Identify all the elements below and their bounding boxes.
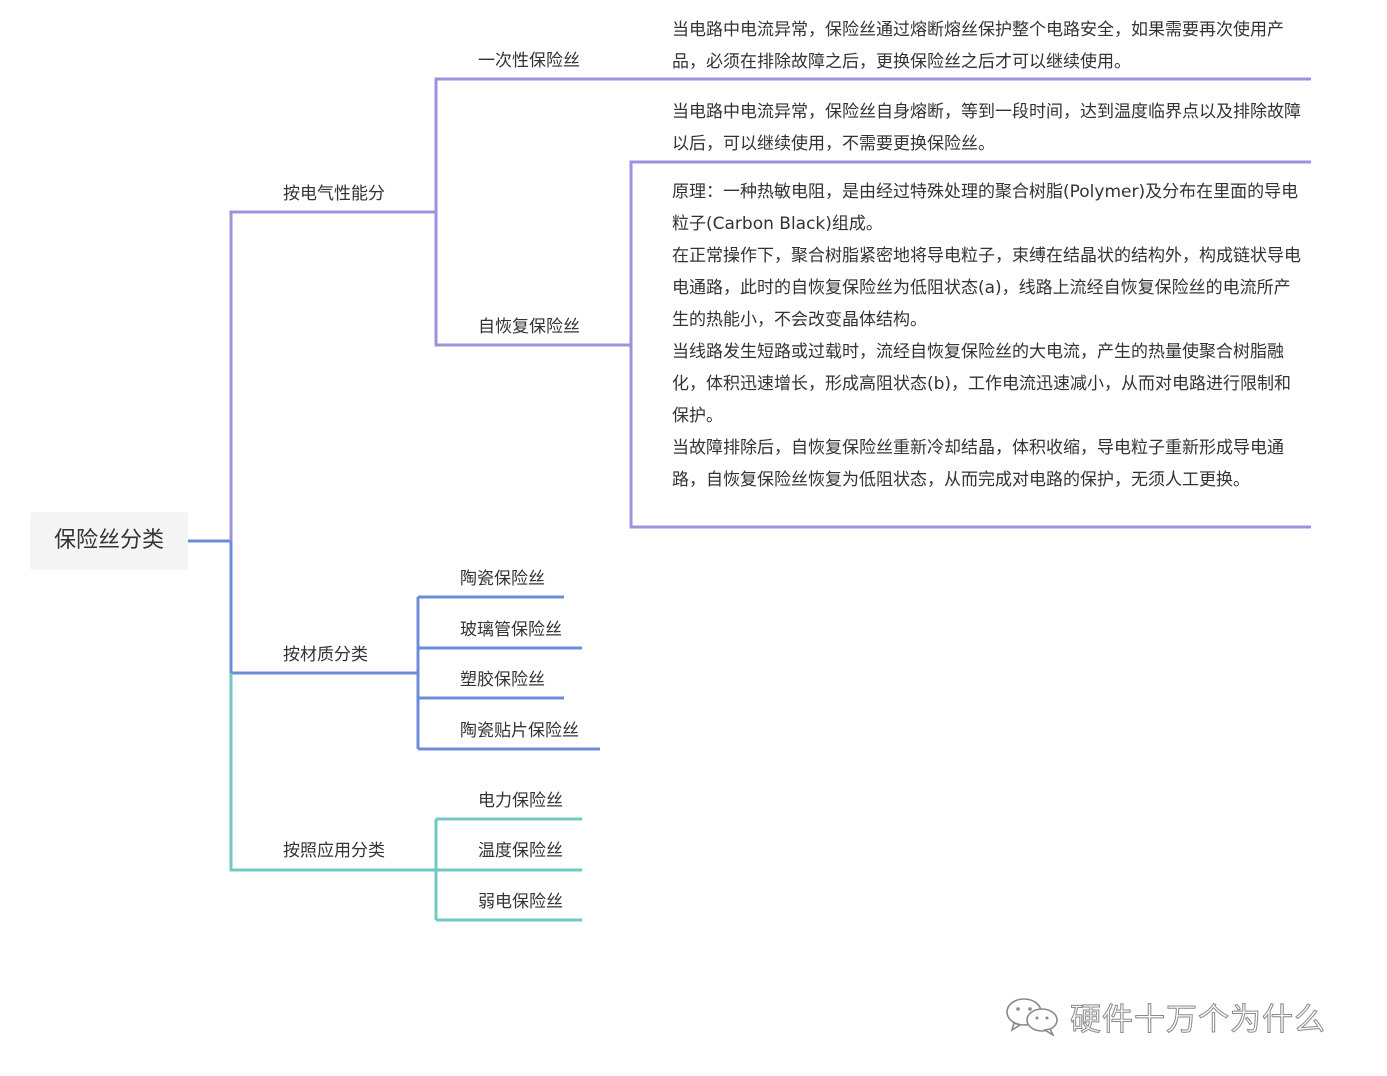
watermark: 硬件十万个为什么 [1004,994,1344,1038]
note-normal-operation: 在正常操作下，聚合树脂紧密地将导电粒子，束缚在结晶状的结构外，构成链状导电电通路… [672,246,1301,330]
root-node[interactable]: 保险丝分类 [30,512,188,570]
node-resettable-fuse[interactable]: 自恢复保险丝 [478,317,580,337]
node-low-voltage-fuse[interactable]: 弱电保险丝 [478,892,563,912]
branch-electrical-label[interactable]: 按电气性能分 [283,184,385,204]
note-principle: 原理：一种热敏电阻，是由经过特殊处理的聚合树脂(Polymer)及分布在里面的导… [672,182,1299,234]
connector-one-time [434,77,672,212]
branch-material-label[interactable]: 按材质分类 [283,645,368,665]
node-power-fuse[interactable]: 电力保险丝 [478,791,563,811]
wechat-icon [1006,998,1058,1036]
node-glass-tube-fuse[interactable]: 玻璃管保险丝 [460,620,562,640]
node-thermal-fuse[interactable]: 温度保险丝 [478,841,563,861]
branch-application-label[interactable]: 按照应用分类 [283,841,385,861]
note-resettable-fuse-summary: 当电路中电流异常，保险丝自身熔断，等到一段时间，达到温度临界点以及排除故障以后，… [672,102,1301,154]
node-one-time-fuse[interactable]: 一次性保险丝 [478,51,580,71]
note-recovery: 当故障排除后，自恢复保险丝重新冷却结晶，体积收缩，导电粒子重新形成导电通路，自恢… [672,438,1284,490]
node-ceramic-smd-fuse[interactable]: 陶瓷贴片保险丝 [460,721,579,741]
note-one-time-fuse: 当电路中电流异常，保险丝通过熔断熔丝保护整个电路安全，如果需要再次使用产品，必须… [672,20,1284,72]
node-ceramic-fuse[interactable]: 陶瓷保险丝 [460,569,545,589]
connector-electrical [229,210,436,541]
note-resettable-fuse-detail: 原理：一种热敏电阻，是由经过特殊处理的聚合树脂(Polymer)及分布在里面的导… [672,176,1302,496]
note-overload: 当线路发生短路或过载时，流经自恢复保险丝的大电流，产生的热量使聚合树脂融化，体积… [672,342,1292,426]
watermark-text: 硬件十万个为什么 [1070,1001,1326,1038]
connector-resettable-note1 [629,160,1311,345]
node-plastic-fuse[interactable]: 塑胶保险丝 [460,670,545,690]
connector-resettable-note2 [629,345,1311,529]
connector-application [229,673,436,872]
connector-resettable [434,212,631,347]
